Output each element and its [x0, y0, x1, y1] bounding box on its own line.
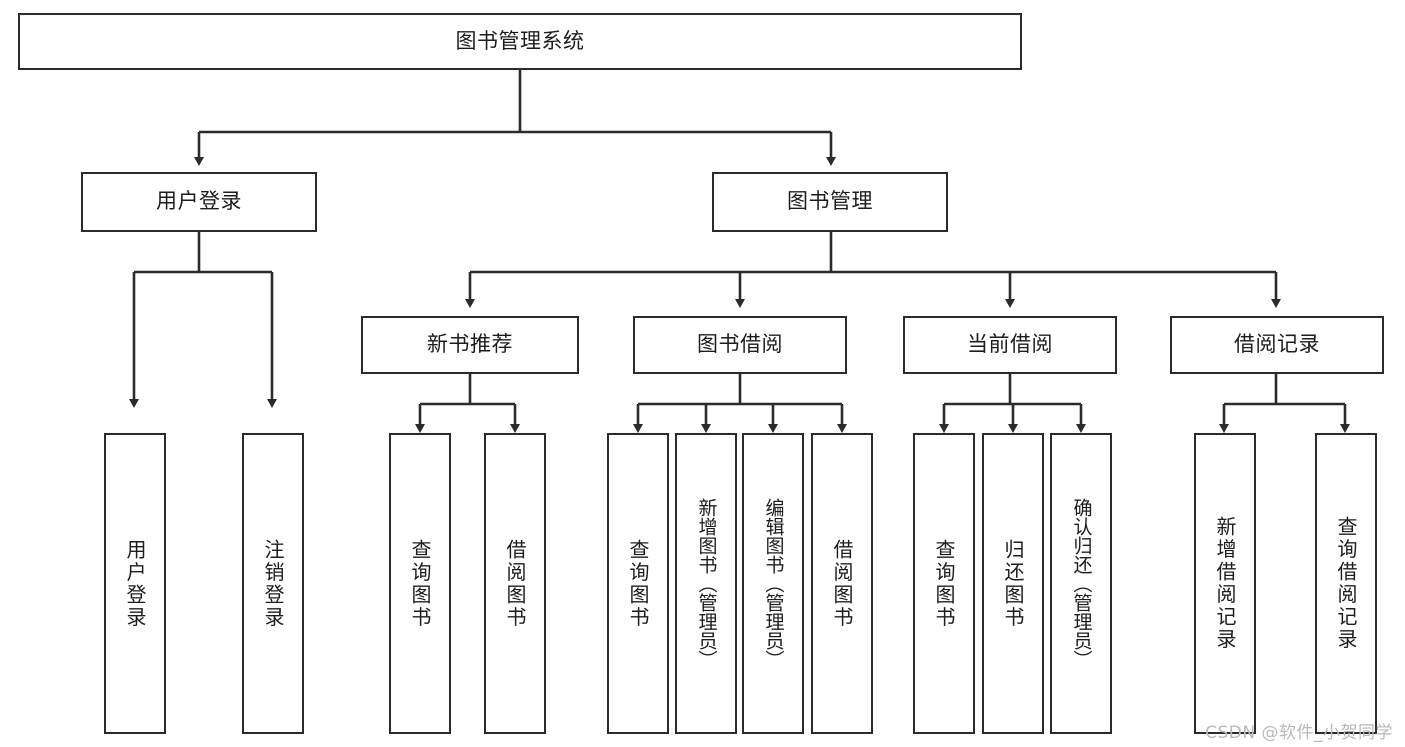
- node-current-borrow[interactable]: 当前借阅: [903, 316, 1117, 374]
- node-label: 查询图书: [626, 538, 650, 629]
- leaf-return-book[interactable]: 归还图书: [982, 433, 1044, 734]
- node-book-management[interactable]: 图书管理: [712, 172, 948, 232]
- leaf-query-book-recommend[interactable]: 查询图书: [389, 433, 451, 734]
- node-label: 图书借阅: [697, 332, 783, 357]
- node-label: 用户登录: [123, 538, 147, 629]
- node-label: 借阅记录: [1234, 332, 1320, 357]
- node-label: 当前借阅: [967, 332, 1053, 357]
- leaf-query-borrow-record[interactable]: 查询借阅记录: [1315, 433, 1377, 734]
- leaf-edit-book-admin[interactable]: 编辑图书（管理员）: [742, 433, 804, 734]
- node-label: 归还图书: [1001, 538, 1025, 629]
- node-label: 查询图书: [408, 538, 432, 629]
- leaf-query-book-borrow[interactable]: 查询图书: [607, 433, 669, 734]
- node-label: 借阅图书: [503, 538, 527, 629]
- node-label: 查询图书: [932, 538, 956, 629]
- node-label: 借阅图书: [830, 538, 854, 629]
- node-root-book-management-system[interactable]: 图书管理系统: [18, 13, 1022, 70]
- node-new-book-recommend[interactable]: 新书推荐: [361, 316, 579, 374]
- leaf-confirm-return-admin[interactable]: 确认归还（管理员）: [1050, 433, 1112, 734]
- node-label: 确认归还（管理员）: [1070, 498, 1093, 669]
- leaf-add-book-admin[interactable]: 新增图书（管理员）: [675, 433, 737, 734]
- leaf-user-login[interactable]: 用户登录: [104, 433, 166, 734]
- node-label: 查询借阅记录: [1334, 516, 1358, 651]
- leaf-logout-login[interactable]: 注销登录: [242, 433, 304, 734]
- leaf-borrow-book-borrow[interactable]: 借阅图书: [811, 433, 873, 734]
- node-book-borrow[interactable]: 图书借阅: [633, 316, 847, 374]
- leaf-borrow-book-recommend[interactable]: 借阅图书: [484, 433, 546, 734]
- node-label: 注销登录: [261, 538, 285, 629]
- leaf-query-book-current[interactable]: 查询图书: [913, 433, 975, 734]
- node-label: 新增图书（管理员）: [695, 498, 718, 669]
- node-user-login[interactable]: 用户登录: [81, 172, 317, 232]
- node-label: 编辑图书（管理员）: [762, 498, 785, 669]
- node-label: 图书管理系统: [455, 28, 585, 53]
- node-label: 新增借阅记录: [1213, 516, 1237, 651]
- node-label: 新书推荐: [427, 332, 513, 357]
- node-label: 图书管理: [787, 189, 873, 214]
- watermark-text: CSDN @软件_小贺同学: [1205, 723, 1393, 743]
- node-label: 用户登录: [156, 189, 242, 214]
- leaf-add-borrow-record[interactable]: 新增借阅记录: [1194, 433, 1256, 734]
- node-borrow-record[interactable]: 借阅记录: [1170, 316, 1384, 374]
